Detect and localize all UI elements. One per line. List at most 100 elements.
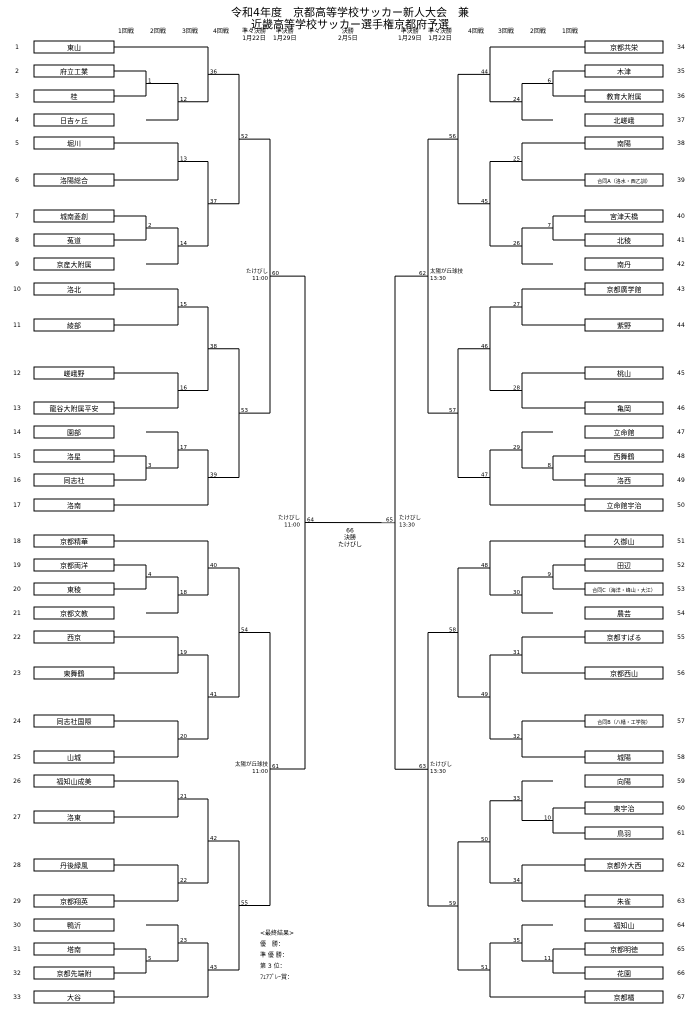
round-header-label: 準決勝: [275, 28, 294, 35]
team-name: 洛北: [67, 285, 81, 294]
match-number: 54: [241, 628, 248, 634]
seed-number: 39: [677, 177, 685, 184]
seed-number: 25: [13, 754, 21, 761]
round-header: 決勝 2月5日: [338, 28, 358, 42]
match-number: 26: [513, 241, 520, 247]
seed-number: 4: [15, 117, 19, 124]
team-box: [33, 606, 115, 620]
team-name: 京都共栄: [610, 43, 638, 52]
seed-number: 18: [13, 538, 21, 545]
match-number: 51: [481, 965, 488, 971]
match-number: 1: [148, 79, 152, 85]
match-number: 34: [513, 878, 520, 884]
match-number: 8: [548, 463, 552, 469]
seed-number: 34: [677, 44, 685, 51]
seed-number: 16: [13, 477, 21, 484]
seed-number: 54: [677, 610, 685, 617]
match-number: 2: [148, 223, 152, 229]
seed-number: 27: [13, 814, 21, 821]
match-number: 32: [513, 734, 520, 740]
team-name: 合同A（洛水・西乙訓）: [597, 178, 650, 185]
team-name: 花園: [617, 969, 631, 978]
match-number: 43: [210, 965, 217, 971]
team-name: 京都翔英: [60, 897, 88, 906]
seed-number: 66: [677, 970, 685, 977]
final-label: 決勝: [344, 534, 356, 542]
round-header: 4回戦: [468, 28, 484, 35]
seed-number: 9: [15, 261, 19, 268]
team-name: 洛陽総合: [60, 176, 88, 185]
match-number: 53: [241, 408, 248, 414]
team-name: 南陽: [617, 139, 631, 148]
seed-number: 2: [15, 68, 19, 75]
match-number: 18: [180, 590, 187, 596]
match-number: 13: [180, 157, 187, 163]
results-heading: <最終結果>: [260, 930, 295, 937]
team-name: 農芸: [617, 609, 631, 618]
seed-number: 35: [677, 68, 685, 75]
team-box: [33, 425, 115, 439]
match-number: 55: [241, 901, 248, 907]
match-number: 11: [544, 956, 551, 962]
match-number: 40: [210, 563, 217, 569]
seed-number: 17: [13, 502, 21, 509]
team-name: 城南菱創: [60, 212, 88, 221]
venue-label: 太陽が丘球技: [235, 760, 269, 768]
team-name: 京都文教: [60, 609, 88, 618]
round-header: 準決勝 1月29日: [398, 28, 421, 42]
team-name: 龍谷大附属平安: [50, 404, 99, 413]
team-name: 立命館宇治: [607, 501, 642, 510]
match-number: 9: [548, 572, 552, 578]
team-name: 洛西: [617, 476, 631, 485]
seed-number: 10: [13, 286, 21, 293]
team-name: 田辺: [617, 562, 631, 570]
match-number: 28: [513, 386, 520, 392]
team-name: 洛南: [67, 501, 81, 510]
team-name: 西京: [67, 633, 81, 642]
match-number: 12: [180, 97, 187, 103]
seed-number: 3: [15, 93, 19, 100]
seed-number: 42: [677, 261, 685, 268]
seed-number: 15: [13, 453, 21, 460]
seed-number: 48: [677, 453, 685, 460]
seed-number: 52: [677, 562, 685, 569]
match-number: 38: [210, 344, 217, 350]
venue-label: 太陽が丘球技: [430, 267, 464, 275]
match-number: 58: [449, 628, 456, 634]
match-number: 65: [386, 518, 393, 524]
match-number: 24: [513, 97, 520, 103]
team-name: 京都すばる: [607, 633, 642, 642]
venue-label: たけびし: [246, 267, 268, 275]
round-header: 3回戦: [182, 28, 198, 35]
match-number: 49: [481, 692, 488, 698]
seed-number: 64: [677, 922, 685, 929]
team-name: 同志社: [64, 476, 85, 485]
venue-label: たけびし: [430, 760, 452, 768]
team-name: 桂: [71, 92, 78, 101]
team-name: 洛東: [67, 813, 81, 822]
seed-number: 37: [677, 117, 685, 124]
team-box: [584, 425, 664, 439]
team-name: 宮津天橋: [610, 212, 638, 221]
results-row: 準 優 勝：: [260, 952, 288, 959]
match-number: 37: [210, 199, 217, 205]
results-row: 優 勝：: [260, 941, 285, 948]
match-number: 39: [210, 473, 217, 479]
team-name: 京都橘: [614, 993, 635, 1002]
team-name: 京都廣学館: [607, 285, 642, 294]
round-header: 4回戦: [213, 28, 229, 35]
round-header: 2回戦: [150, 28, 166, 35]
venue-time: 13:30: [430, 769, 446, 775]
seed-number: 49: [677, 477, 685, 484]
team-box: [584, 113, 664, 127]
team-name: 紫野: [617, 322, 631, 330]
team-box: [584, 774, 664, 788]
round-header-label: 決勝: [341, 28, 354, 35]
seed-number: 26: [13, 778, 21, 785]
team-name: 京都両洋: [60, 561, 88, 570]
team-name: 綾部: [67, 321, 81, 330]
match-number: 20: [180, 734, 187, 740]
match-number: 4: [148, 572, 152, 578]
seed-number: 11: [13, 322, 21, 329]
seed-number: 30: [13, 922, 21, 929]
